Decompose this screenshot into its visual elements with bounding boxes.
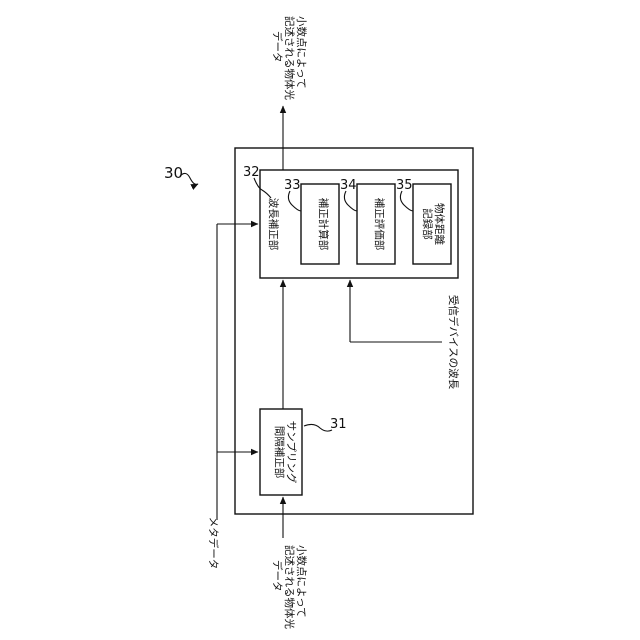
ref-33-leader — [288, 191, 301, 211]
metadata-label: メタデータ — [207, 517, 220, 570]
ref-31-label: 31 — [330, 417, 347, 432]
ref-35-label: 35 — [396, 178, 413, 193]
output-data-label-3: データ — [271, 31, 284, 63]
input-data-label-3: データ — [271, 560, 284, 592]
object-distance-label-2: 記録部 — [421, 208, 434, 240]
input-data-label-2: 記述される物体光 — [283, 545, 296, 629]
ref-32-leader — [254, 178, 271, 198]
eval-unit-label: 補正評価部 — [373, 198, 386, 251]
output-data-label-1: 小数点によって — [295, 16, 308, 89]
input-data-label-1: 小数点によって — [295, 545, 308, 618]
ref-35-leader — [400, 191, 413, 211]
receiver-wavelength-label: 受信デバイスの波長 — [447, 295, 460, 390]
sampling-label-1: サンプリング — [285, 421, 298, 484]
ref-34-label: 34 — [340, 178, 357, 193]
wavelength-unit-label: 波長補正部 — [267, 198, 280, 251]
output-data-label-2: 記述される物体光 — [283, 16, 296, 100]
object-distance-label-1: 物体距離 — [433, 203, 446, 245]
figure-ref-number: 30 — [164, 164, 183, 182]
sampling-label-2: 間隔補正部 — [273, 426, 286, 479]
ref-34-leader — [344, 191, 357, 211]
ref-31-leader — [304, 424, 332, 431]
ref-32-label: 32 — [243, 165, 260, 180]
ref-33-label: 33 — [284, 178, 301, 193]
calc-unit-label: 補正計算部 — [317, 198, 330, 251]
